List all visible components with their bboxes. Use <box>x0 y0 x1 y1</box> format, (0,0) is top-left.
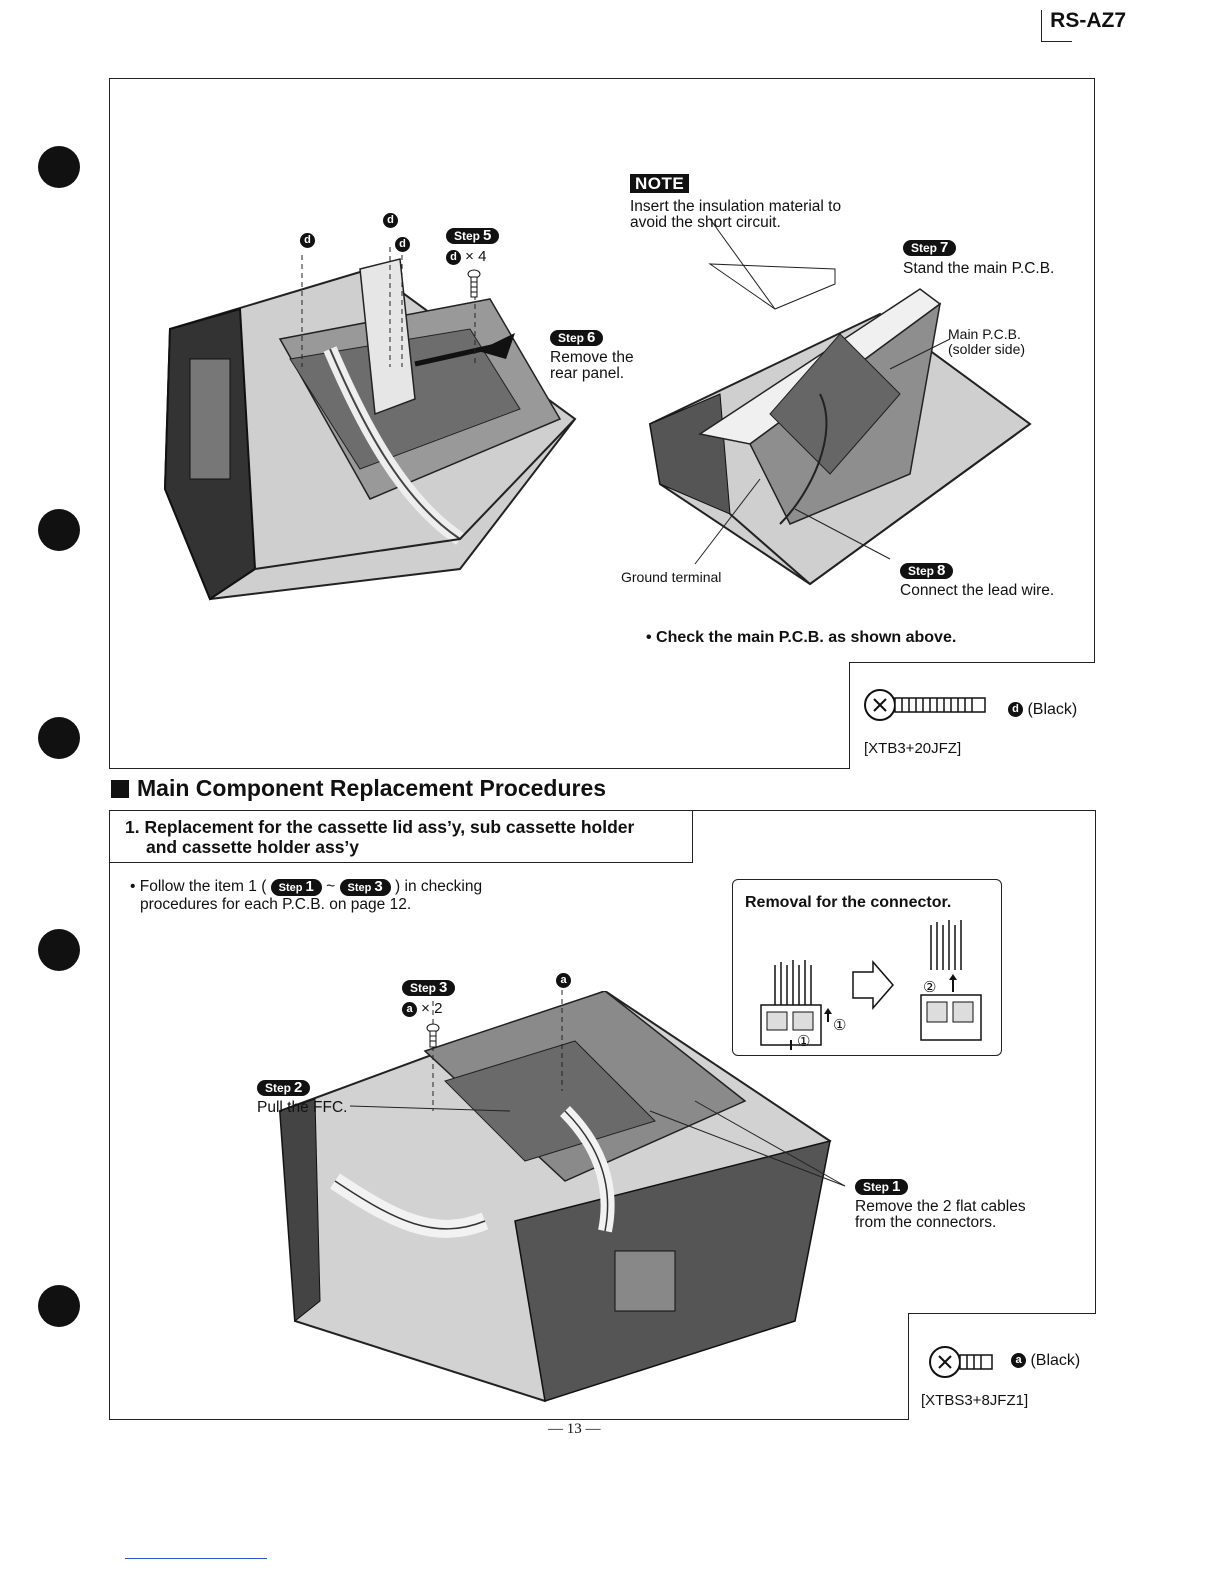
screw-icon <box>426 1023 440 1048</box>
main-pcb-label: Main P.C.B. (solder side) <box>948 326 1026 357</box>
screw-short-icon <box>929 1346 993 1378</box>
main-pcb-stand-illustration <box>648 288 1032 586</box>
step6-text: rear panel. <box>550 365 625 382</box>
step2-text: Pull the FFC. <box>257 1099 348 1116</box>
connector-mark: ② <box>923 979 937 996</box>
callout-d: d <box>300 233 315 248</box>
screw-leader-lines <box>301 247 476 367</box>
connector-box-title: Removal for the connector. <box>745 894 952 911</box>
connector-removal-box: Removal for the connector. ① ① ② <box>732 879 1002 1056</box>
note-text: Insert the insulation material to <box>630 198 842 215</box>
screw-a-icon: a <box>402 1001 417 1017</box>
connector-diagram <box>760 920 982 1050</box>
model-number: RS-AZ7 <box>1041 10 1126 42</box>
procedure-heading: 1. Replacement for the cassette lid ass’… <box>110 811 693 863</box>
screw-d-icon: d <box>446 249 461 265</box>
binder-hole <box>38 929 80 971</box>
bottom-procedure-panel: 1. Replacement for the cassette lid ass’… <box>109 810 1096 1420</box>
binder-hole <box>38 717 80 759</box>
screw-part-box: d (Black) [XTB3+20JFZ] <box>849 662 1095 769</box>
screw-color-label: a (Black) <box>1011 1352 1080 1370</box>
note-badge: NOTE <box>630 174 690 193</box>
note-text: avoid the short circuit. <box>630 214 781 231</box>
step1-text: from the connectors. <box>855 1214 997 1231</box>
step6-text: Remove the <box>550 349 634 366</box>
ground-terminal-label: Ground terminal <box>621 569 722 585</box>
step7-text: Stand the main P.C.B. <box>903 260 1055 277</box>
step1-text: Remove the 2 flat cables <box>855 1198 1026 1215</box>
cassette-holder-illustration <box>278 991 832 1403</box>
screw-quantity: × 2 <box>421 1000 443 1017</box>
pointer-lines <box>694 218 951 565</box>
binder-hole <box>38 146 80 188</box>
screw-part-number: [XTBS3+8JFZ1] <box>921 1392 1029 1409</box>
check-instruction: • Check the main P.C.B. as shown above. <box>646 629 957 646</box>
footer-rule <box>125 1558 267 1559</box>
binder-hole <box>38 1285 80 1327</box>
callout-d: d <box>383 213 398 228</box>
pointer-lines <box>350 981 846 1187</box>
connector-mark: ① <box>833 1017 847 1034</box>
screw-part-box: a (Black) [XTBS3+8JFZ1] <box>908 1313 1096 1420</box>
page-number: — 13 — <box>548 1421 601 1437</box>
note-block: NOTE Insert the insulation material to a… <box>630 174 841 231</box>
screw-long-icon <box>864 689 986 721</box>
binder-hole <box>38 509 80 551</box>
callout-a: a <box>556 973 571 988</box>
step8-text: Connect the lead wire. <box>900 582 1055 599</box>
screw-icon <box>467 269 481 298</box>
callout-d: d <box>395 237 410 252</box>
connector-mark: ① <box>797 1033 811 1050</box>
screw-part-number: [XTB3+20JFZ] <box>864 740 962 757</box>
section-title: Main Component Replacement Procedures <box>111 775 606 802</box>
screw-color-label: d (Black) <box>1008 701 1077 719</box>
square-bullet-icon <box>111 780 129 798</box>
screw-quantity: × 4 <box>465 248 487 265</box>
rear-panel-removal-illustration <box>163 258 577 601</box>
